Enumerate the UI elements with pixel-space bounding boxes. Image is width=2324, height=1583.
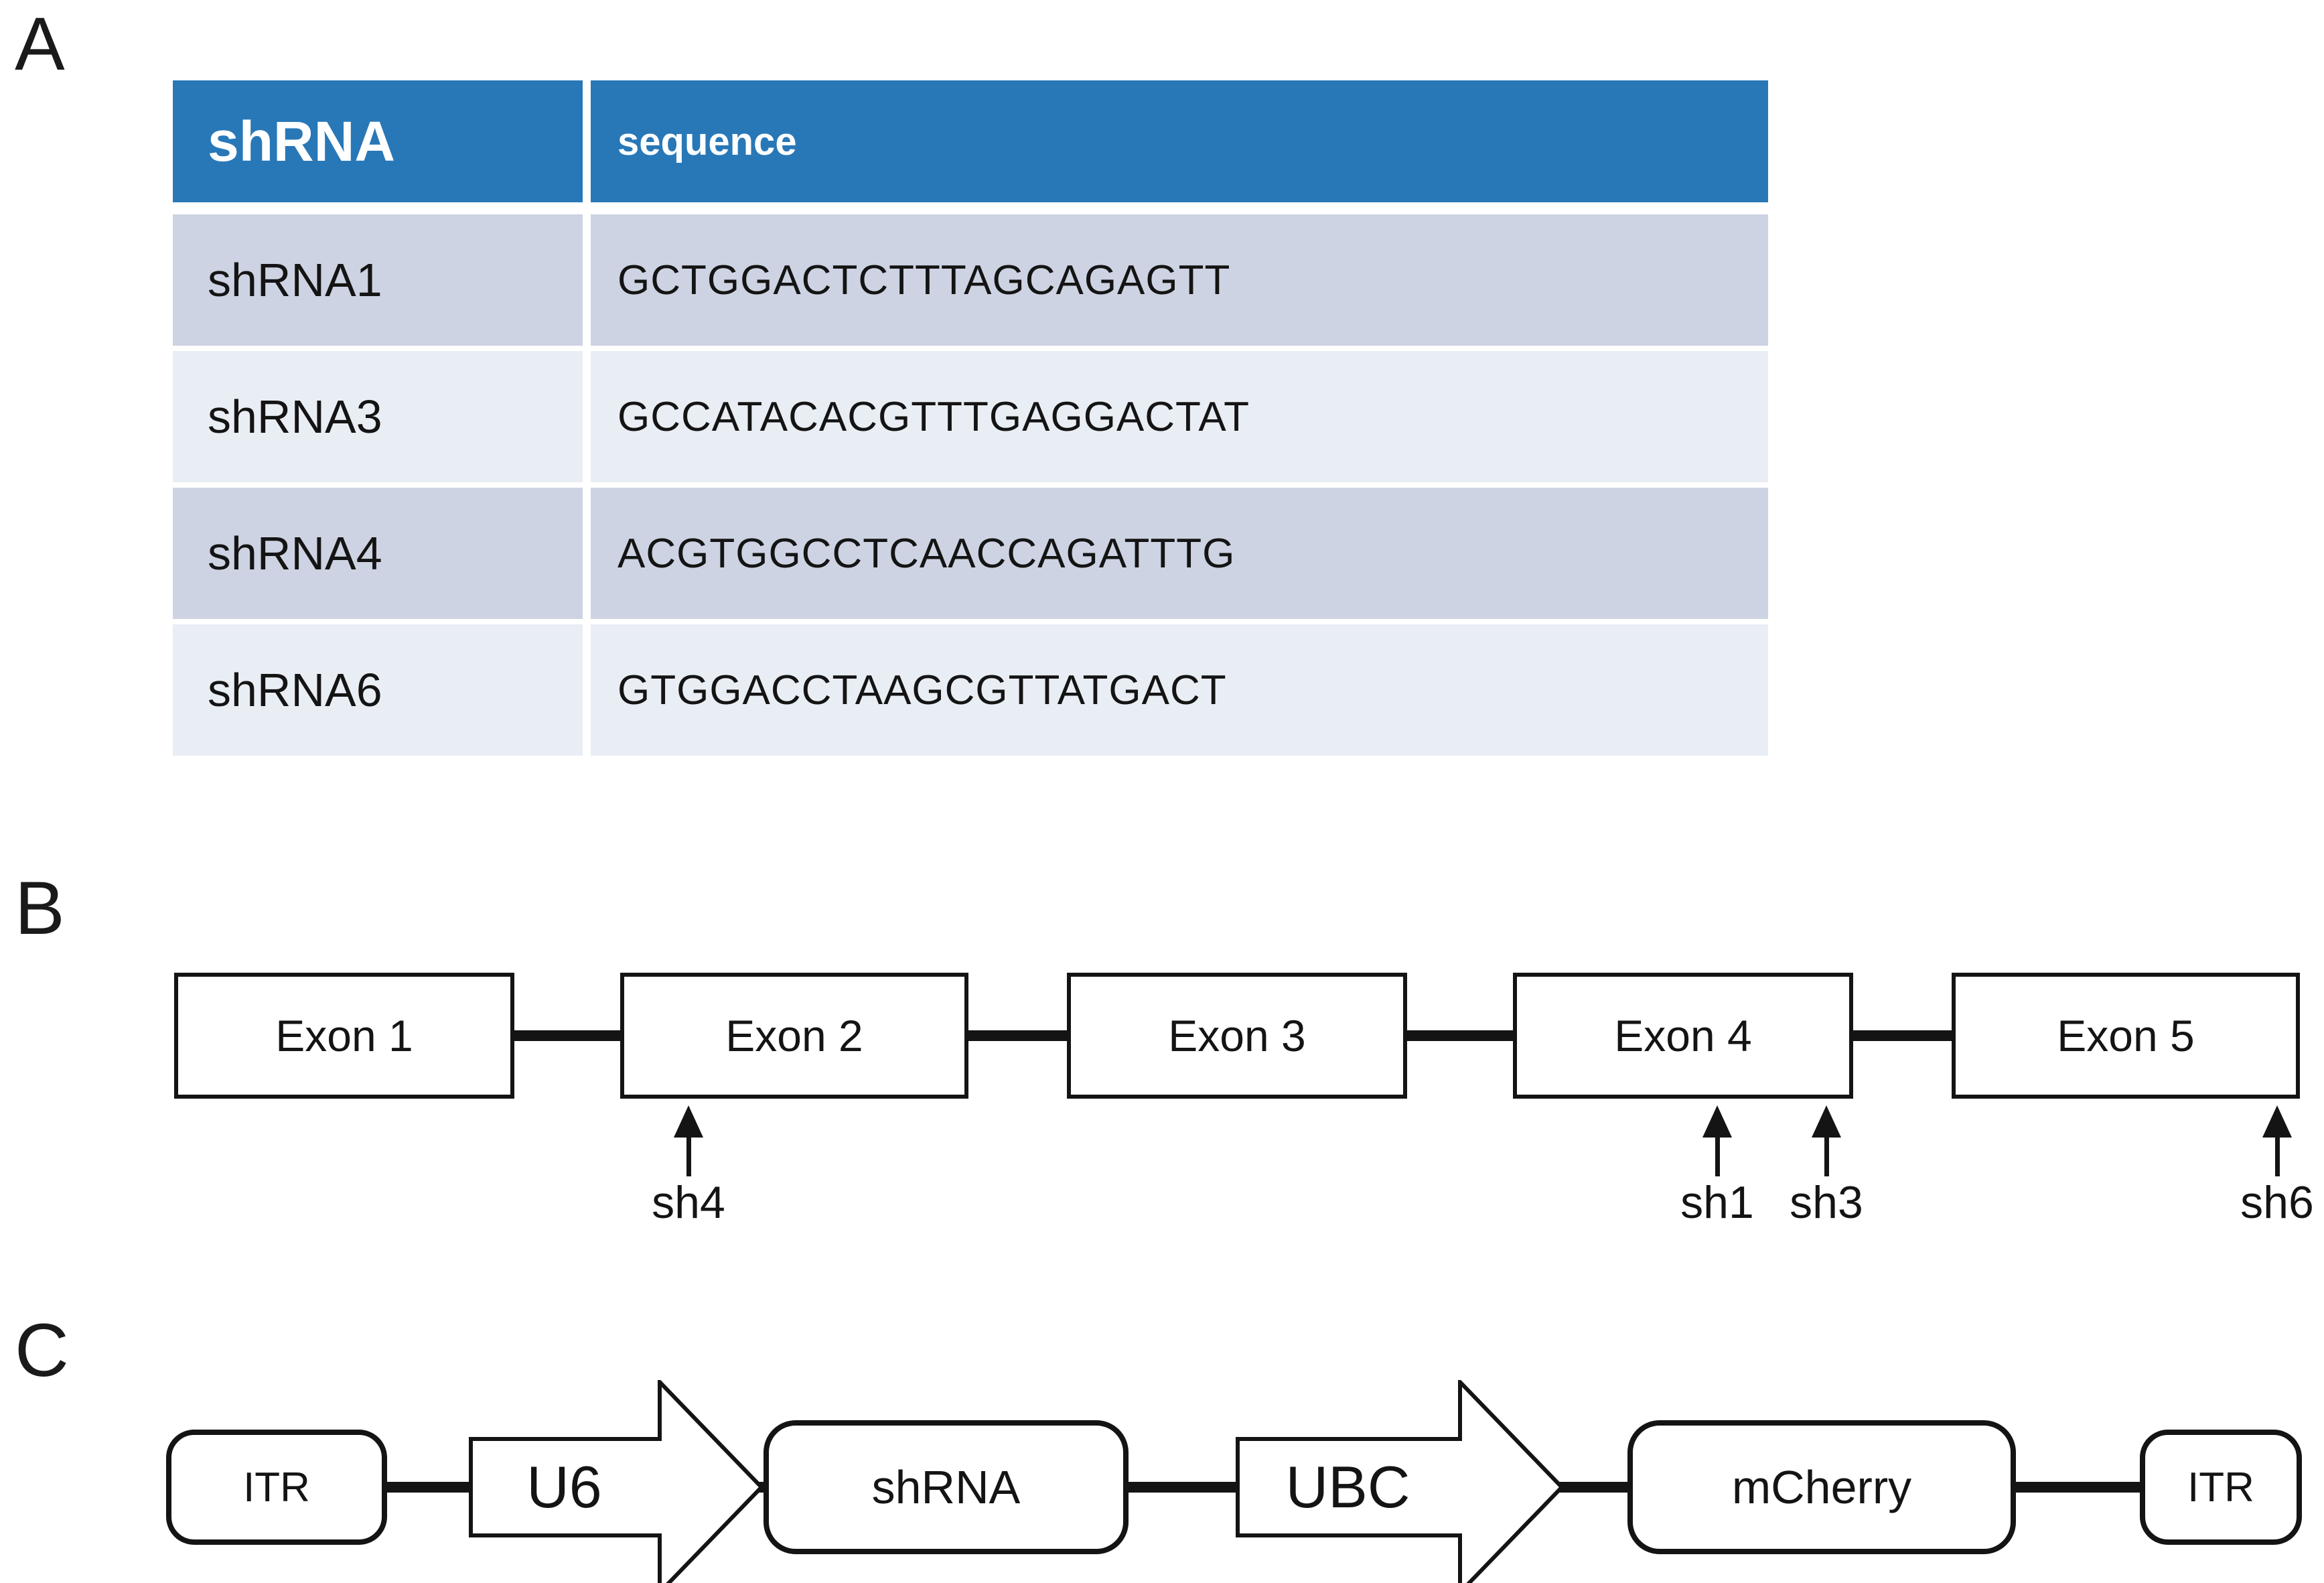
backbone-line xyxy=(1554,1482,1641,1493)
itr-box: ITR xyxy=(2140,1430,2302,1545)
table-row: ACGTGGCCTCAACCAGATTTG xyxy=(591,488,1768,619)
promoter-label: U6 xyxy=(526,1454,602,1520)
panel-b-label: B xyxy=(15,866,65,950)
shrna-sequence: ACGTGGCCTCAACCAGATTTG xyxy=(618,530,1236,577)
shrna-box: shRNA xyxy=(764,1420,1129,1554)
intron-line xyxy=(1840,1030,1967,1041)
exon-label: Exon 3 xyxy=(1168,1011,1306,1060)
up-arrow-icon xyxy=(674,1105,703,1176)
exon-box: Exon 3 xyxy=(1067,973,1407,1099)
marker-label: sh4 xyxy=(652,1177,725,1228)
up-arrow-icon xyxy=(1812,1105,1841,1176)
shrna-name: shRNA3 xyxy=(208,391,382,443)
panel-c-label: C xyxy=(15,1308,69,1392)
table-row: GTGGACCTAAGCGTTATGACT xyxy=(591,624,1768,756)
intron-line xyxy=(955,1030,1082,1041)
backbone-line xyxy=(2006,1482,2150,1493)
table-header-sequence: sequence xyxy=(591,80,1768,202)
shrna-name: shRNA6 xyxy=(208,664,382,716)
promoter-arrow-ubc xyxy=(1236,1380,1564,1583)
marker-label: sh1 xyxy=(1680,1177,1754,1228)
marker-label: sh3 xyxy=(1790,1177,1863,1228)
table-row: shRNA3 xyxy=(173,351,583,482)
exon-label: Exon 5 xyxy=(2057,1011,2195,1060)
table-header-shrna: shRNA xyxy=(173,80,583,202)
itr-label: ITR xyxy=(2187,1464,2254,1511)
shrna-box-label: shRNA xyxy=(871,1461,1021,1513)
promoter-label: UBC xyxy=(1285,1454,1410,1520)
exon-box: Exon 5 xyxy=(1952,973,2300,1099)
mcherry-box: mCherry xyxy=(1627,1420,2016,1554)
table-row: shRNA1 xyxy=(173,214,583,346)
panel-a-label: A xyxy=(15,2,65,86)
exon-label: Exon 4 xyxy=(1614,1011,1752,1060)
table-header-shrna-label: shRNA xyxy=(208,109,396,173)
marker-label: sh6 xyxy=(2240,1177,2314,1228)
table-row: shRNA4 xyxy=(173,488,583,619)
table-header-sequence-label: sequence xyxy=(618,119,797,163)
exon-label: Exon 1 xyxy=(275,1011,413,1060)
shrna-name: shRNA1 xyxy=(208,254,382,306)
intron-line xyxy=(496,1030,636,1041)
intron-line xyxy=(1394,1030,1528,1041)
table-row: shRNA6 xyxy=(173,624,583,756)
table-row: GCCATACACGTTTGAGGACTAT xyxy=(591,351,1768,482)
exon-label: Exon 2 xyxy=(725,1011,863,1060)
exon-box: Exon 2 xyxy=(620,973,968,1099)
itr-box: ITR xyxy=(166,1430,387,1545)
table-row: GCTGGACTCTTTAGCAGAGTT xyxy=(591,214,1768,346)
exon-box: Exon 4 xyxy=(1513,973,1853,1099)
itr-label: ITR xyxy=(243,1464,310,1511)
shrna-sequence: GCCATACACGTTTGAGGACTAT xyxy=(618,393,1250,440)
mcherry-box-label: mCherry xyxy=(1731,1461,1912,1513)
promoter-arrow-u6 xyxy=(469,1380,764,1583)
exon-box: Exon 1 xyxy=(174,973,514,1099)
backbone-line xyxy=(375,1482,482,1493)
shrna-sequence: GTGGACCTAAGCGTTATGACT xyxy=(618,667,1227,713)
backbone-line xyxy=(1118,1482,1246,1493)
up-arrow-icon xyxy=(2262,1105,2292,1176)
shrna-sequence: GCTGGACTCTTTAGCAGAGTT xyxy=(618,257,1231,303)
up-arrow-icon xyxy=(1702,1105,1732,1176)
shrna-name: shRNA4 xyxy=(208,527,382,579)
